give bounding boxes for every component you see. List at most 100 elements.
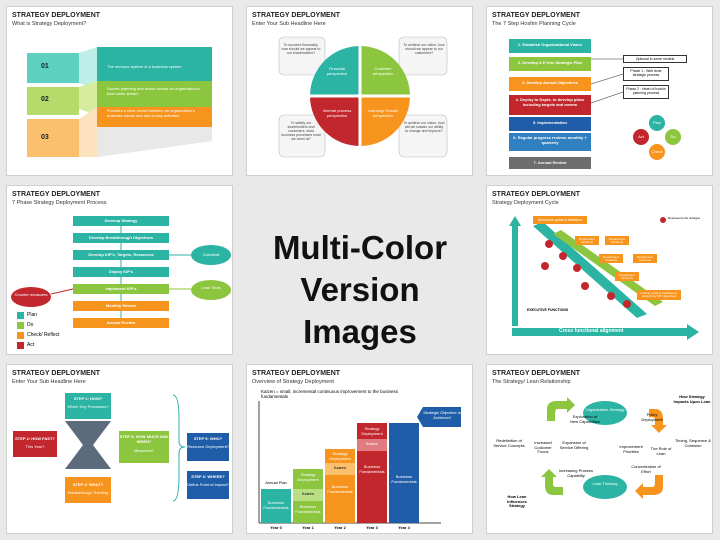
phase-box	[73, 216, 169, 226]
quadrant-label: Learning/ Growth perspective	[367, 108, 399, 118]
phase-box	[73, 301, 169, 311]
side-oval-label: Lean Tools	[201, 285, 221, 290]
phase-label: Develop Strategy	[104, 218, 138, 223]
row-text: Provides a clear circuit between an orga…	[107, 108, 195, 118]
step-box	[509, 117, 591, 131]
step-heading: STEP 1: HOW?	[73, 396, 103, 401]
slide-what-is[interactable]: STRATEGY DEPLOYMENT What is Strategy Dep…	[6, 6, 233, 176]
slide-subtitle: Enter Your Sub Headline Here	[12, 379, 86, 385]
slide-subtitle: Strategy Deployment Cycle	[492, 200, 559, 206]
side-oval-label: Counter measures	[14, 292, 48, 297]
step-box	[509, 39, 591, 53]
relationship-label: Timing, Sequence & Cohesion	[675, 438, 711, 448]
step-text: Breakthrough Thinking	[67, 490, 109, 495]
year-tick: Year 2	[334, 525, 346, 530]
step-box	[509, 77, 591, 91]
legend-act: Act	[27, 342, 35, 348]
oval-label: Organization Strategy	[585, 407, 625, 412]
sd-label: Strategy Deployment	[361, 426, 383, 436]
funnel-graphic	[27, 47, 212, 157]
year-tick: Year 4	[398, 525, 410, 530]
center-line-1: Multi-Color	[272, 229, 448, 266]
step-heading: STEP 4: WHAT?	[72, 482, 104, 487]
note-box	[623, 85, 669, 99]
slide-overview[interactable]: STRATEGY DEPLOYMENT Overview of Strategy…	[246, 364, 473, 534]
bf-label: Business Fundamentals	[391, 474, 417, 484]
axis-label-horizontal: Cross functional alignment	[559, 328, 624, 334]
relationship-label: How Lean Influences Strategy	[507, 494, 527, 509]
pdca-plan: Plan	[652, 120, 661, 125]
kaizen-label: Kaizen	[365, 441, 379, 446]
annual-plan-label: Annual Plan	[265, 480, 287, 485]
phase-arrows	[11, 226, 231, 349]
step-heading: STEP 5: WHO?	[193, 436, 223, 441]
slide-title: STRATEGY DEPLOYMENT	[492, 191, 581, 198]
step-label: 5. Implementation	[532, 120, 567, 125]
slide-subtitle: Enter Your Sub Headline Here	[252, 21, 326, 27]
slide-title: STRATEGY DEPLOYMENT	[12, 191, 101, 198]
quadrant-circle	[278, 36, 448, 158]
step-label: 6. Regular progress reviews monthly + qu…	[513, 135, 587, 145]
row-number: 02	[41, 96, 49, 103]
dept-box-label: Department functions	[637, 255, 653, 263]
slide-title: STRATEGY DEPLOYMENT	[12, 12, 101, 19]
quadrant-note: To achieve our vision, how should we app…	[403, 43, 445, 56]
slide-lean-relationship[interactable]: STRATEGY DEPLOYMENT The Strategy/ Lean R…	[486, 364, 713, 534]
relationship-label: Expansion of Service Offering	[559, 440, 589, 450]
sd-label: Strategy Deployment	[329, 451, 351, 461]
relationship-label: Policy Deployment	[641, 412, 663, 422]
relationship-label: Exploration of New Capabilities	[570, 414, 600, 424]
step-heading: STEP 3: HOW MUCH AND WHEN?	[119, 434, 169, 444]
staircase-chart	[258, 401, 461, 524]
kaizen-label: Kaizen	[333, 465, 347, 470]
slide-subtitle: 7 Phase Strategy Deployment Process	[12, 200, 107, 206]
dept-box-label: Department functions	[579, 237, 595, 245]
slide-seven-phase[interactable]: STRATEGY DEPLOYMENT 7 Phase Strategy Dep…	[6, 185, 233, 355]
quadrant-label: Financial perspective	[326, 66, 348, 76]
note-text: Optional in some models	[635, 57, 675, 61]
bf-label: Business Fundamentals	[263, 500, 289, 510]
dept-box-label: Department functions	[603, 255, 619, 263]
axis-label-vertical: Vertical alignment	[505, 258, 512, 301]
note-text: Phase 2 : Heart of hoshin planning proce…	[626, 87, 666, 96]
quadrant-note: To satisfy our shareholders and customer…	[281, 121, 321, 142]
relationship-label: Increasing Process Capability	[559, 468, 594, 478]
center-heading: Multi-Color Version Images	[242, 181, 478, 359]
pdca-cycle	[590, 58, 681, 160]
slide-subtitle: The 7 Step Hoshin Planning Cycle	[492, 21, 576, 27]
lean-cycle	[541, 397, 667, 499]
step-heading: STEP 6: WHERE?	[191, 474, 225, 479]
phase-box	[73, 284, 169, 294]
step-heading: STEP 2: HOW FAST?	[15, 436, 55, 441]
slide-hoshin-cycle[interactable]: STRATEGY DEPLOYMENT The 7 Step Hoshin Pl…	[486, 6, 713, 176]
legend-plan: Plan	[27, 312, 38, 318]
slide-subtitle: Overview of Strategy Deployment	[252, 379, 334, 385]
slide-six-steps[interactable]: STRATEGY DEPLOYMENT Enter Your Sub Headl…	[6, 364, 233, 534]
relationship-label: Concentration of Effort	[631, 464, 661, 474]
quadrant-label: Customer perspective	[372, 66, 394, 76]
note-box	[623, 55, 687, 63]
exec-label: EXECUTIVE FUNCTIONS	[527, 308, 569, 312]
quadrant-label: Internal process perspective	[322, 108, 352, 118]
phase-box	[73, 233, 169, 243]
slide-deployment-cycle[interactable]: STRATEGY DEPLOYMENT Strategy Deployment …	[486, 185, 713, 355]
callout-label: Strategic Objective is Achieved!	[423, 410, 461, 420]
slide-title: STRATEGY DEPLOYMENT	[492, 370, 581, 377]
bottom-goals-label: Linking goals & initiatives in projects …	[640, 291, 678, 299]
phase-label: Deploy KIP's	[108, 269, 134, 274]
pdca-act: Act	[638, 134, 644, 139]
relationship-label: The Role of Lean	[650, 446, 672, 456]
alignment-diagram	[509, 216, 699, 340]
side-oval-label: Catchball	[202, 252, 220, 257]
step-text: Define Point of Impact?	[187, 482, 229, 487]
x-diagram	[13, 393, 229, 503]
row-number: 01	[41, 63, 49, 70]
slide-perspectives[interactable]: STRATEGY DEPLOYMENT Enter Your Sub Headl…	[246, 6, 473, 176]
top-goals-label: Numerous goals & initiatives	[537, 218, 583, 222]
year-tick: Year 3	[366, 525, 378, 530]
oval-label: Lean Thinking	[592, 481, 618, 486]
slide-title: STRATEGY DEPLOYMENT	[252, 12, 341, 19]
step-text: Resource Deployment?	[187, 444, 229, 449]
slide-title: STRATEGY DEPLOYMENT	[492, 12, 581, 19]
step-text: Measures?	[134, 448, 154, 453]
